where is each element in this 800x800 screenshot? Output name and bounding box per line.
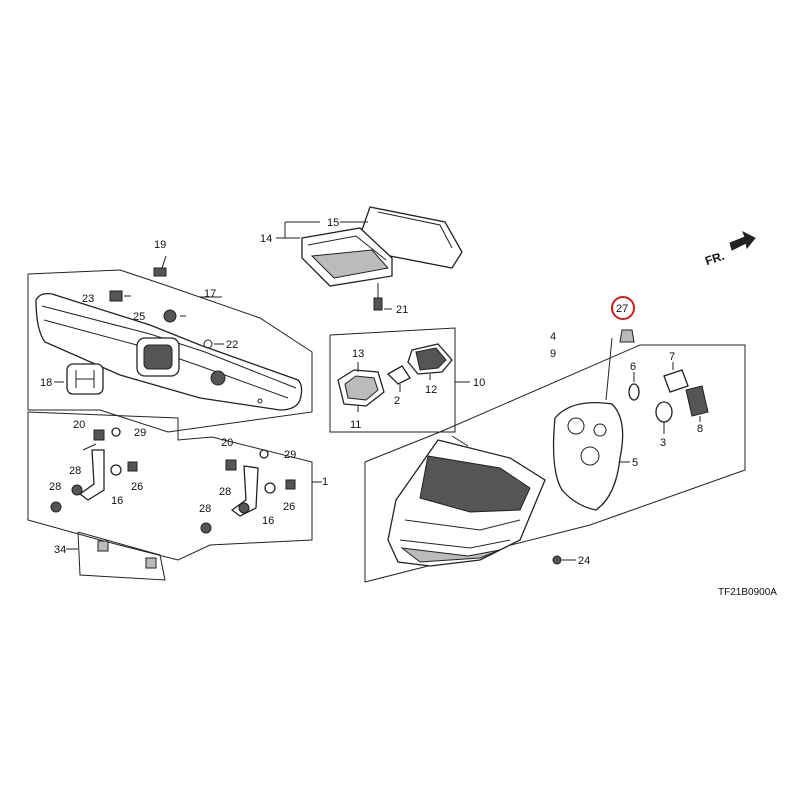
callout-labels: 1 2 3 4 5 6 7 8 9 10 11 12 13 14 15 16 1… [40,217,703,567]
callout-14: 14 [260,233,272,245]
figure-code: TF21B0900A [718,587,777,598]
callout-16b: 16 [262,515,274,527]
callout-5: 5 [632,457,638,469]
callout-29a: 29 [134,427,146,439]
callout-24: 24 [578,555,590,567]
arrow-icon [729,230,756,251]
bracket-left [50,427,138,513]
callout-21: 21 [396,304,408,316]
high-mount-brake-light [276,206,463,311]
callout-12: 12 [425,384,437,396]
clips-group [66,531,166,581]
garnish-group-frame [27,269,313,433]
callout-20a: 20 [73,419,85,431]
tail-light-gasket [552,401,630,511]
callout-17: 17 [204,288,216,300]
callout-26a: 26 [131,481,143,493]
highlight-ring [611,296,635,320]
callout-16a: 16 [111,495,123,507]
callout-28b: 28 [49,481,61,493]
tail-light-group-frame [364,344,746,583]
callout-15: 15 [327,217,339,229]
bracket-right [200,449,296,534]
callout-8: 8 [697,423,703,435]
callout-1: 1 [322,476,328,488]
callout-29b: 29 [284,449,296,461]
callout-27: 27 [616,303,628,315]
callout-28d: 28 [199,503,211,515]
callout-25: 25 [133,311,145,323]
callout-26b: 26 [283,501,295,513]
front-direction-arrow: FR. [703,230,756,268]
license-light-group-frame [329,327,470,433]
callout-19: 19 [154,239,166,251]
socket-and-bulbs [605,329,709,434]
tail-light-lens [387,435,576,567]
callout-18: 18 [40,377,52,389]
callout-22: 22 [226,339,238,351]
callout-13: 13 [352,348,364,360]
license-light [337,343,453,412]
callout-3: 3 [660,437,666,449]
callout-9: 9 [550,348,556,360]
callout-2: 2 [394,395,400,407]
tailgate-garnish [35,255,303,411]
bracket-group-frame [27,411,322,561]
callout-7: 7 [669,351,675,363]
callout-34: 34 [54,544,66,556]
callout-10: 10 [473,377,485,389]
direction-label: FR. [703,249,726,268]
callout-6: 6 [630,361,636,373]
callout-4: 4 [550,331,556,343]
callout-11: 11 [350,419,361,431]
callout-20b: 20 [221,437,233,449]
callout-28c: 28 [219,486,231,498]
callout-23: 23 [82,293,94,305]
callout-28a: 28 [69,465,81,477]
